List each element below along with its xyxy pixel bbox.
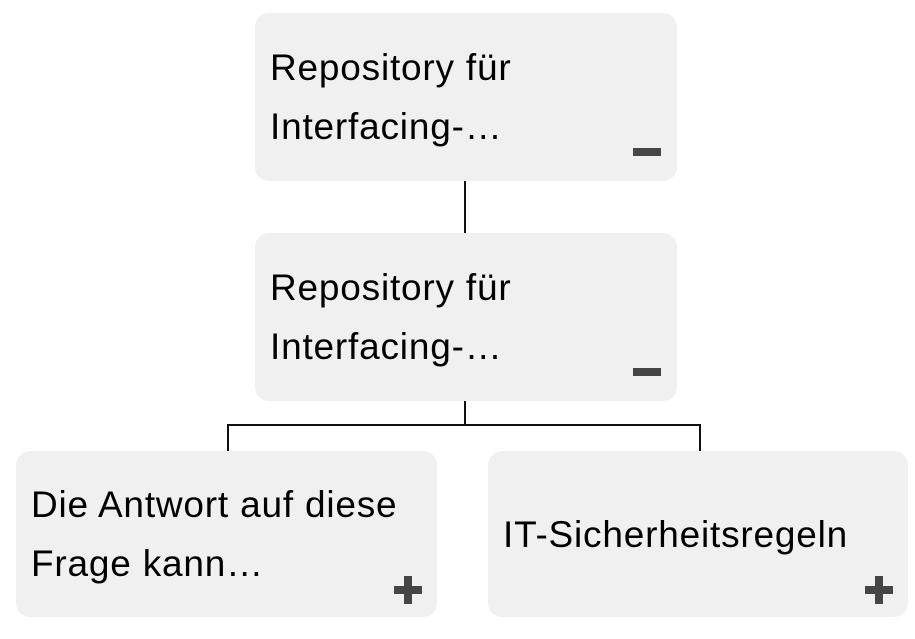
node-label: IT-Sicherheitsregeln <box>503 513 849 555</box>
minus-icon <box>633 148 661 156</box>
connector-drop-right-child <box>699 424 701 452</box>
node-label: Repository für Interfacing-… <box>270 47 512 147</box>
connector-child-stem <box>464 400 466 426</box>
plus-icon <box>394 576 422 604</box>
plus-icon <box>865 576 893 604</box>
minus-icon <box>633 368 661 376</box>
tree-node-root[interactable]: Repository für Interfacing-… <box>255 13 677 181</box>
node-label: Die Antwort auf diese Frage kann… <box>31 484 398 584</box>
connector-children-rail <box>227 424 701 426</box>
tree-node-leaf-right[interactable]: IT-Sicherheitsregeln <box>488 451 908 617</box>
expand-button[interactable] <box>865 576 893 604</box>
tree-node-child[interactable]: Repository für Interfacing-… <box>255 233 677 401</box>
collapse-button[interactable] <box>633 368 661 376</box>
connector-drop-left-child <box>227 424 229 452</box>
collapse-button[interactable] <box>633 148 661 156</box>
connector-root-to-child <box>464 180 466 233</box>
expand-button[interactable] <box>394 576 422 604</box>
node-label: Repository für Interfacing-… <box>270 267 512 367</box>
tree-node-leaf-left[interactable]: Die Antwort auf diese Frage kann… <box>16 451 437 617</box>
